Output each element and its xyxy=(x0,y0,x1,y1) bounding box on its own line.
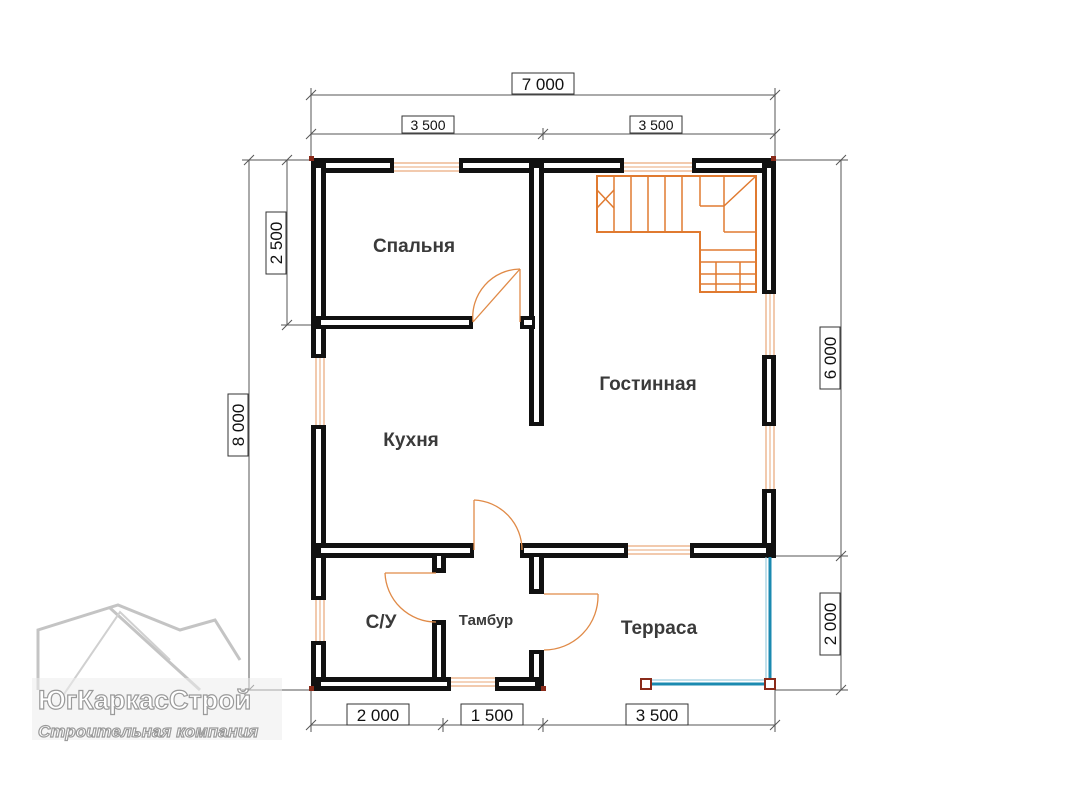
dim-bottom-3-label: 3 500 xyxy=(636,706,679,725)
dim-left-total-label: 8 000 xyxy=(229,404,248,447)
room-label-bathroom: С/У xyxy=(366,612,397,633)
logo-name: ЮгКаркасСтрой xyxy=(38,685,251,715)
walls xyxy=(309,156,776,691)
logo-subtitle: Строительная компания xyxy=(38,722,258,741)
room-label-vestibule: Тамбур xyxy=(459,612,513,629)
dim-right-lower-label: 2 000 xyxy=(821,603,840,646)
dimension-left-upper: 2 500 xyxy=(265,154,311,331)
company-logo: ЮгКаркасСтрой Строительная компания xyxy=(32,603,282,742)
dimension-left-total: 8 000 xyxy=(227,154,311,696)
dimension-top-total: 7 000 xyxy=(305,72,781,160)
dim-top-left-label: 3 500 xyxy=(410,117,445,133)
dim-bottom-2-label: 1 500 xyxy=(471,706,514,725)
room-label-living: Гостинная xyxy=(599,374,696,395)
dimension-bottom: 2 000 1 500 3 500 xyxy=(305,690,781,732)
dim-bottom-1-label: 2 000 xyxy=(357,706,400,725)
terrace-railing xyxy=(640,557,776,690)
doors xyxy=(384,268,599,651)
dimension-right: 6 000 2 000 xyxy=(775,154,848,696)
dim-top-total-label: 7 000 xyxy=(522,75,565,94)
room-label-kitchen: Кухня xyxy=(383,430,439,451)
dim-left-upper-label: 2 500 xyxy=(267,222,286,265)
dim-right-upper-label: 6 000 xyxy=(821,337,840,380)
staircase xyxy=(596,175,757,293)
room-label-terrace: Терраса xyxy=(621,618,698,639)
dimension-top-split: 3 500 3 500 xyxy=(305,115,781,140)
room-label-bedroom: Спальня xyxy=(373,236,455,257)
dim-top-right-label: 3 500 xyxy=(638,117,673,133)
